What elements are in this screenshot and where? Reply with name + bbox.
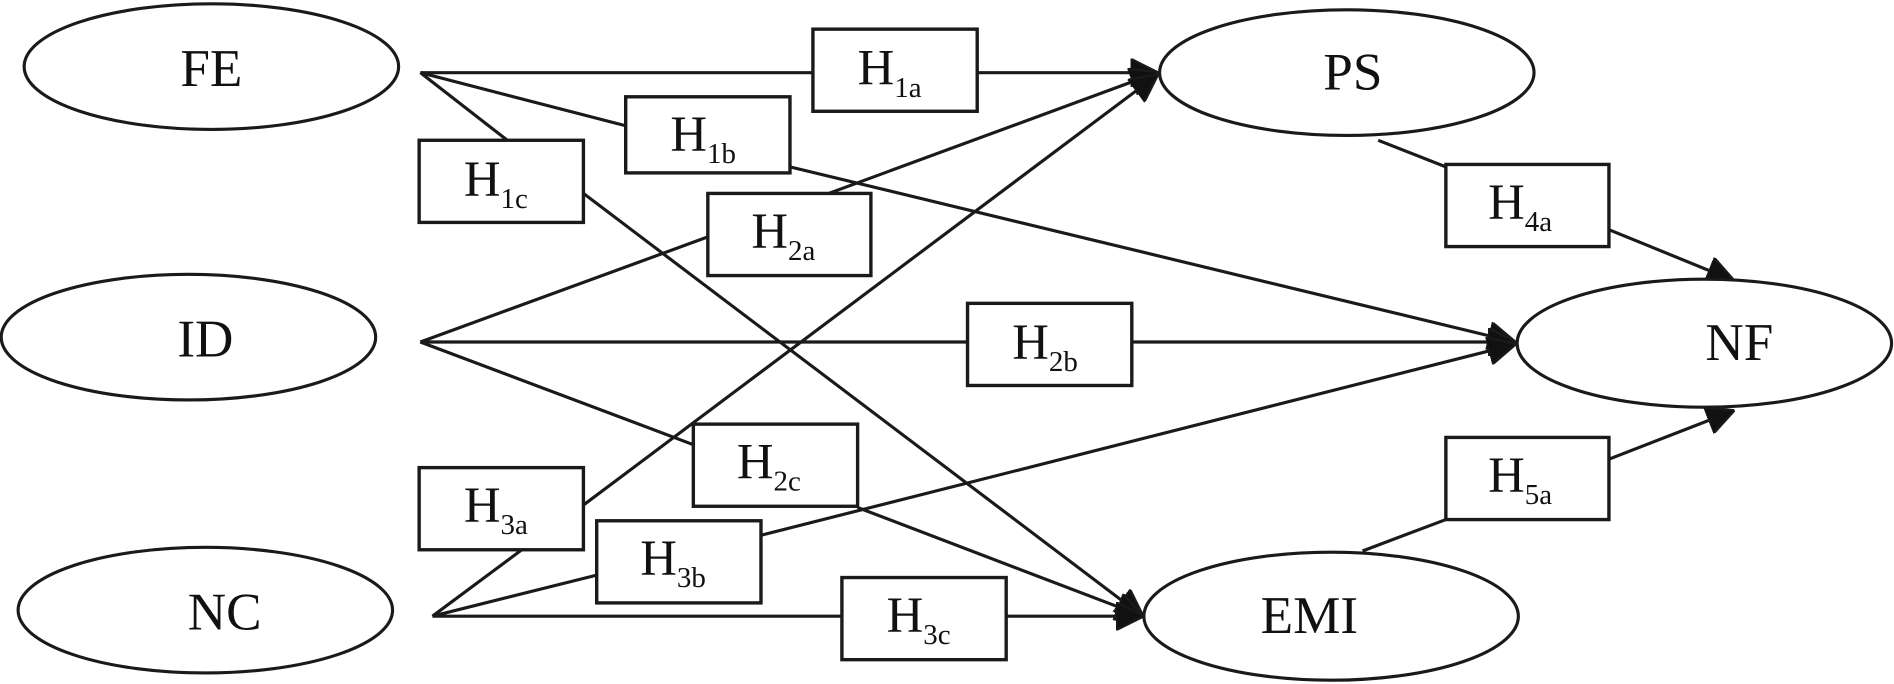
edge-id-to-h2c [419,340,694,447]
hypothesis-h2c-box [691,422,860,508]
hypothesis-h3c-box [840,575,1008,662]
hypothesis-h2b: H2b [965,301,1134,388]
edge-nc-to-h3a [431,548,523,618]
hypothesis-h1c: H1c [417,138,586,225]
hypothesis-h5a-box [1444,435,1611,522]
hypothesis-h4a: H4a [1444,162,1611,249]
hypothesis-h1c-label: H1c [464,151,528,215]
hypothesis-h2a-box [706,191,873,278]
hypothesis-h1b: H1b [624,95,792,175]
arrow-h2c-to-emi [857,506,1143,616]
edge-emi-to-h5a [1361,518,1447,553]
hypothesis-h1c-box [417,138,586,225]
node-ps-ellipse [1158,8,1536,138]
hypothesis-h2a-label: H2a [751,203,815,267]
hypothesis-h3b: H3b [595,519,763,605]
node-nf-label: NF [1705,314,1773,372]
arrow-h3a-to-ps [582,75,1157,507]
node-nc-ellipse [16,545,395,675]
hypothesis-h2c: H2c [691,422,860,508]
hypothesis-h2c-label: H2c [737,433,801,497]
node-id-label: ID [177,311,233,369]
hypothesis-h5a-label: H5a [1488,447,1552,511]
node-nc-label: NC [188,584,262,642]
hypothesis-h3c-label: H3c [887,587,951,651]
edge-fe-to-h1b [419,71,627,128]
hypothesis-h3a-box [417,465,586,552]
hypothesis-h3a-label: H3a [464,477,528,541]
node-emi-label: EMI [1261,587,1358,645]
node-ps: PS [1158,8,1536,138]
arrow-h3b-to-nf [760,344,1515,537]
arrow-h2a-to-ps [828,73,1158,195]
node-nf: NF [1515,277,1894,409]
edge-id-to-h2a [419,235,709,344]
node-id: ID [0,272,378,402]
hypothesis-h3a: H3a [417,465,586,552]
node-nf-ellipse [1515,277,1894,409]
arrow-h5a-to-nf [1608,411,1733,461]
hypothesis-h2b-box [965,301,1134,388]
edges [419,71,1733,618]
hypothesis-h3c: H3c [840,575,1008,662]
hypothesis-h2a: H2a [706,191,873,278]
edge-nc-to-h3b [432,573,598,618]
hypothesis-h1b-box [624,95,792,175]
edge-fe-to-h1c [419,71,509,142]
node-id-ellipse [0,272,378,402]
arrow-h1b-to-nf [789,165,1515,342]
hypothesis-h5a: H5a [1444,435,1611,522]
hypothesis-h4a-box [1444,162,1611,249]
hypothesis-h3b-box [595,519,763,605]
hypothesis-h4a-label: H4a [1488,174,1552,238]
node-fe-ellipse [22,2,401,131]
edge-ps-to-h4a [1377,138,1447,169]
node-emi-ellipse [1142,550,1520,682]
hypothesis-h1a: H1a [811,27,979,113]
hypothesis-h2b-label: H2b [1012,314,1078,378]
arrow-h1c-to-emi [582,192,1142,616]
hypothesis-h1a-box [811,27,979,113]
node-fe-label: FE [180,40,242,98]
hypothesis-h1b-label: H1b [670,106,736,170]
node-emi: EMI [1142,550,1520,682]
node-ps-label: PS [1323,44,1382,102]
hypothesis-h1a-label: H1a [858,40,922,104]
node-fe: FE [22,2,401,131]
arrow-h4a-to-nf [1608,228,1733,281]
node-nc: NC [16,545,395,675]
hypothesis-h3b-label: H3b [640,530,706,594]
